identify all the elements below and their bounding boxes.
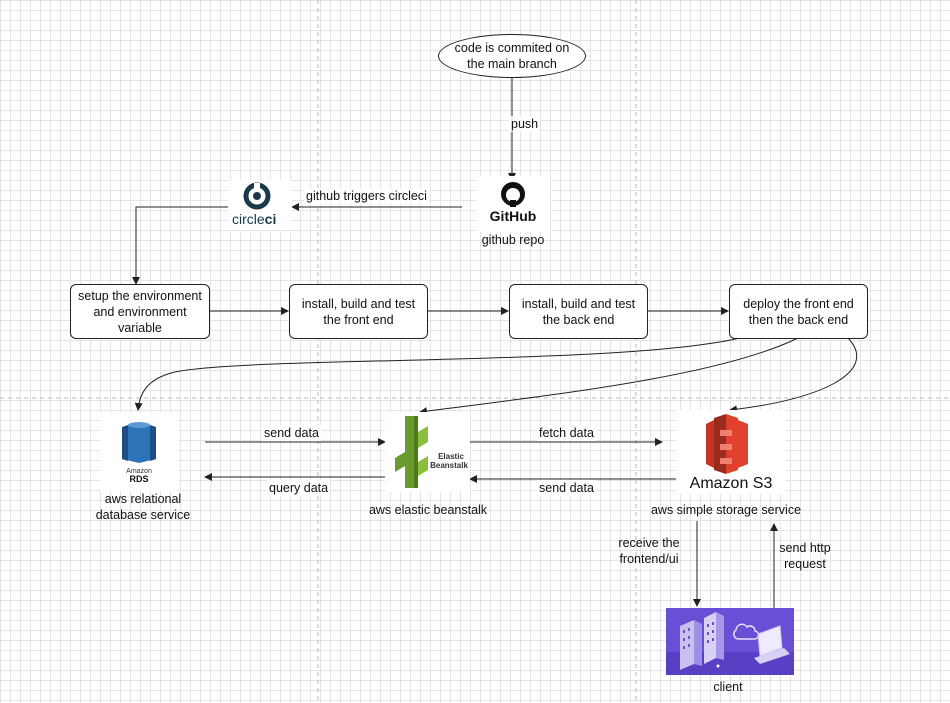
client-illustration [666,608,794,675]
query-data-label: query data [267,480,331,496]
commit-node: code is commited on the main branch [438,34,586,78]
eb-caption: aws elastic beanstalk [368,503,488,517]
circleci-wordmark-a: circle [232,211,265,227]
eb-wordmark-a: Elastic [438,452,464,461]
edge-circleci-setup [132,206,228,285]
send-request-label: send http request [779,541,831,571]
client-caption: client [713,680,743,694]
github-triggers-label: github triggers circleci [304,188,429,204]
rds-wordmark-a: Amazon [126,468,152,475]
rds-wordmark-b: RDS [129,474,148,484]
elastic-beanstalk-icon: Elastic Beanstalk [385,412,470,492]
github-caption: github repo [481,233,545,247]
setup-node: setup the environment and environment va… [70,284,210,339]
backend-label: install, build and test the back end [521,296,636,327]
amazon-s3-icon: Amazon S3 [676,410,786,494]
receive-label: receive the frontend/ui [618,536,680,566]
send-data-rds-label: send data [262,425,321,441]
circleci-wordmark-b: ci [265,211,277,227]
circleci-icon: circleci [228,180,292,230]
commit-label: code is commited on the main branch [454,41,570,71]
deploy-node: deploy the front end then the back end [729,284,868,339]
github-wordmark: GitHub [490,208,537,224]
rds-icon: Amazon RDS [100,413,178,491]
github-icon: GitHub [476,176,550,232]
s3-caption: aws simple storage service [650,503,802,517]
push-label: push [509,116,541,132]
deploy-label: deploy the front end then the back end [743,296,854,327]
fetch-data-label: fetch data [537,425,596,441]
edge-deploy-rds [134,337,741,411]
edge-deploy-s3 [729,337,858,414]
frontend-label: install, build and test the front end [301,296,416,327]
s3-wordmark: Amazon S3 [690,475,773,492]
rds-caption: aws relational database service [95,492,191,522]
eb-wordmark-b: Beanstalk [430,461,468,470]
svg-text:circleci: circleci [232,211,276,227]
setup-label: setup the environment and environment va… [78,288,202,335]
send-data-s3-label: send data [537,480,596,496]
frontend-node: install, build and test the front end [289,284,428,339]
edge-deploy-beanstalk [419,337,799,416]
backend-node: install, build and test the back end [509,284,648,339]
